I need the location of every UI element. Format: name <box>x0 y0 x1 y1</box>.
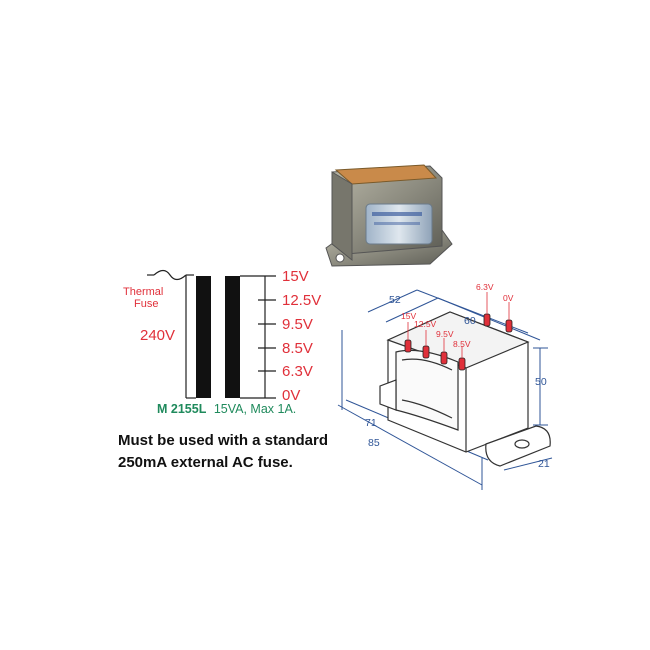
core-bar-left <box>196 276 211 398</box>
pin-label-15v: 15V <box>401 311 417 321</box>
pin-label-12-5v: 12.5V <box>414 319 437 329</box>
tap-label-6-3v: 6.3V <box>282 363 313 380</box>
model-rating: 15VA, Max 1A. <box>213 402 297 416</box>
dim-label-length: 85 <box>368 437 380 449</box>
model-line: M 2155L 15VA, Max 1A. <box>157 403 296 416</box>
product-photo <box>325 164 453 267</box>
thermal-fuse-symbol <box>153 269 187 281</box>
dim-label-height: 50 <box>535 376 547 388</box>
tap-label-0v: 0V <box>282 387 301 404</box>
core-bar-right <box>225 276 240 398</box>
secondary-tap-lines <box>240 275 276 399</box>
tap-label-12-5v: 12.5V <box>282 292 322 309</box>
tap-label-8-5v: 8.5V <box>282 340 313 357</box>
primary-voltage-label: 240V <box>140 327 176 344</box>
dim-label-top-side: 60 <box>464 315 476 327</box>
pin-label-8-5v: 8.5V <box>453 339 471 349</box>
fuse-notice-line2: 250mA external AC fuse. <box>118 454 293 471</box>
pin-label-0v: 0V <box>503 293 514 303</box>
dim-label-top-front: 52 <box>389 294 401 306</box>
model-number: M 2155L <box>157 402 207 416</box>
pin-label-9-5v: 9.5V <box>436 329 454 339</box>
tap-label-9-5v: 9.5V <box>282 316 313 333</box>
tap-label-15v: 15V <box>282 268 309 285</box>
dim-label-depth: 21 <box>538 458 550 470</box>
dim-label-inner-length: 71 <box>365 417 377 429</box>
fuse-label-line2: Fuse <box>134 298 159 310</box>
fuse-label-line1: Thermal <box>123 286 164 298</box>
pin-label-6-3v: 6.3V <box>476 282 494 292</box>
fuse-notice-line1: Must be used with a standard <box>118 432 329 449</box>
